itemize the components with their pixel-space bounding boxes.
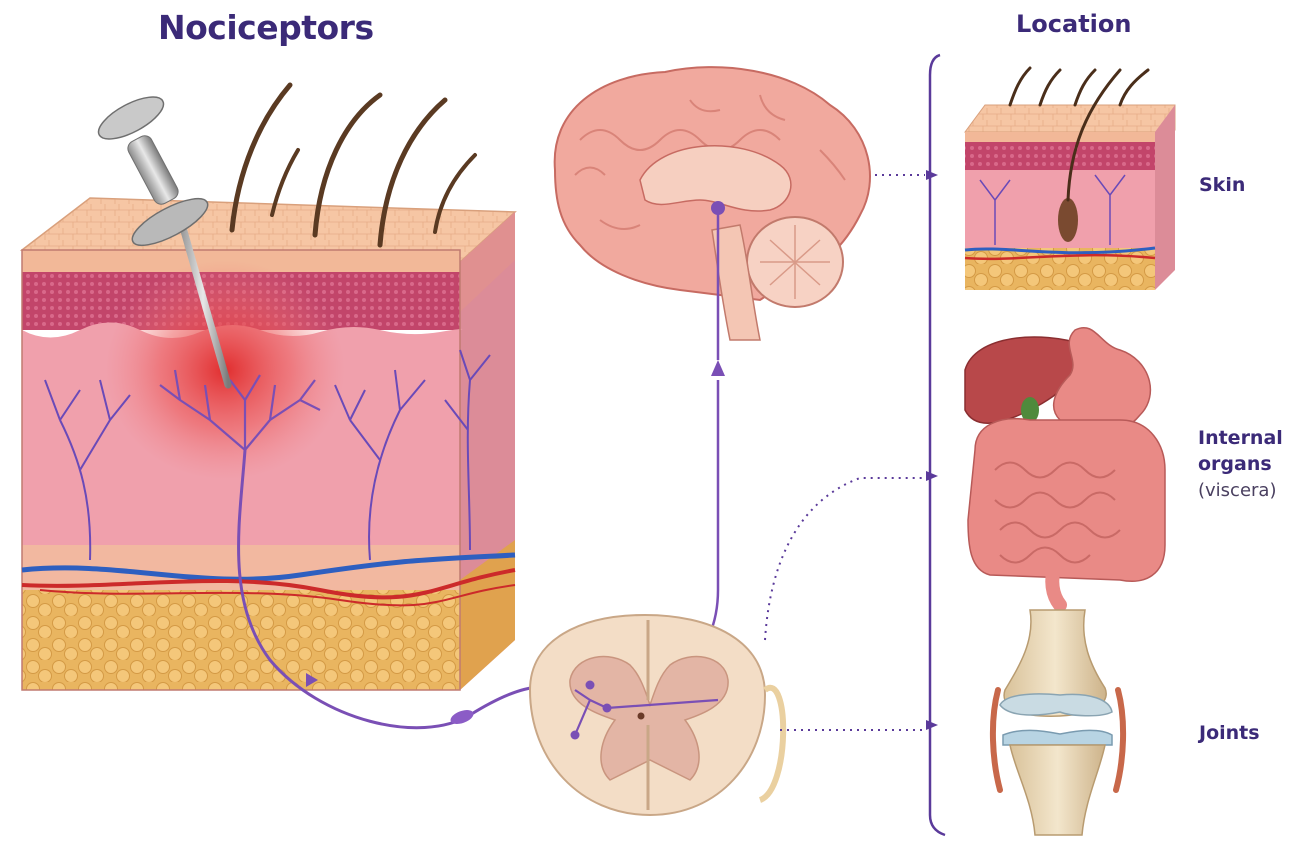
skin-block-large	[22, 85, 515, 690]
organs-icon	[965, 328, 1165, 605]
location-heading: Location	[1016, 10, 1131, 38]
location-label-internal-organs: Internal organs (viscera)	[1198, 425, 1288, 504]
viscera-sublabel: (viscera)	[1198, 480, 1276, 501]
knee-joint-icon	[993, 610, 1123, 835]
diagram-title: Nociceptors	[158, 8, 374, 47]
spinal-cord-icon	[530, 615, 783, 815]
location-label-skin: Skin	[1199, 172, 1245, 198]
location-bracket	[930, 55, 945, 835]
brain-icon	[555, 67, 870, 340]
internal-organs-label: Internal organs	[1198, 425, 1288, 477]
location-label-joints: Joints	[1199, 720, 1260, 746]
skin-block-icon	[965, 68, 1175, 290]
